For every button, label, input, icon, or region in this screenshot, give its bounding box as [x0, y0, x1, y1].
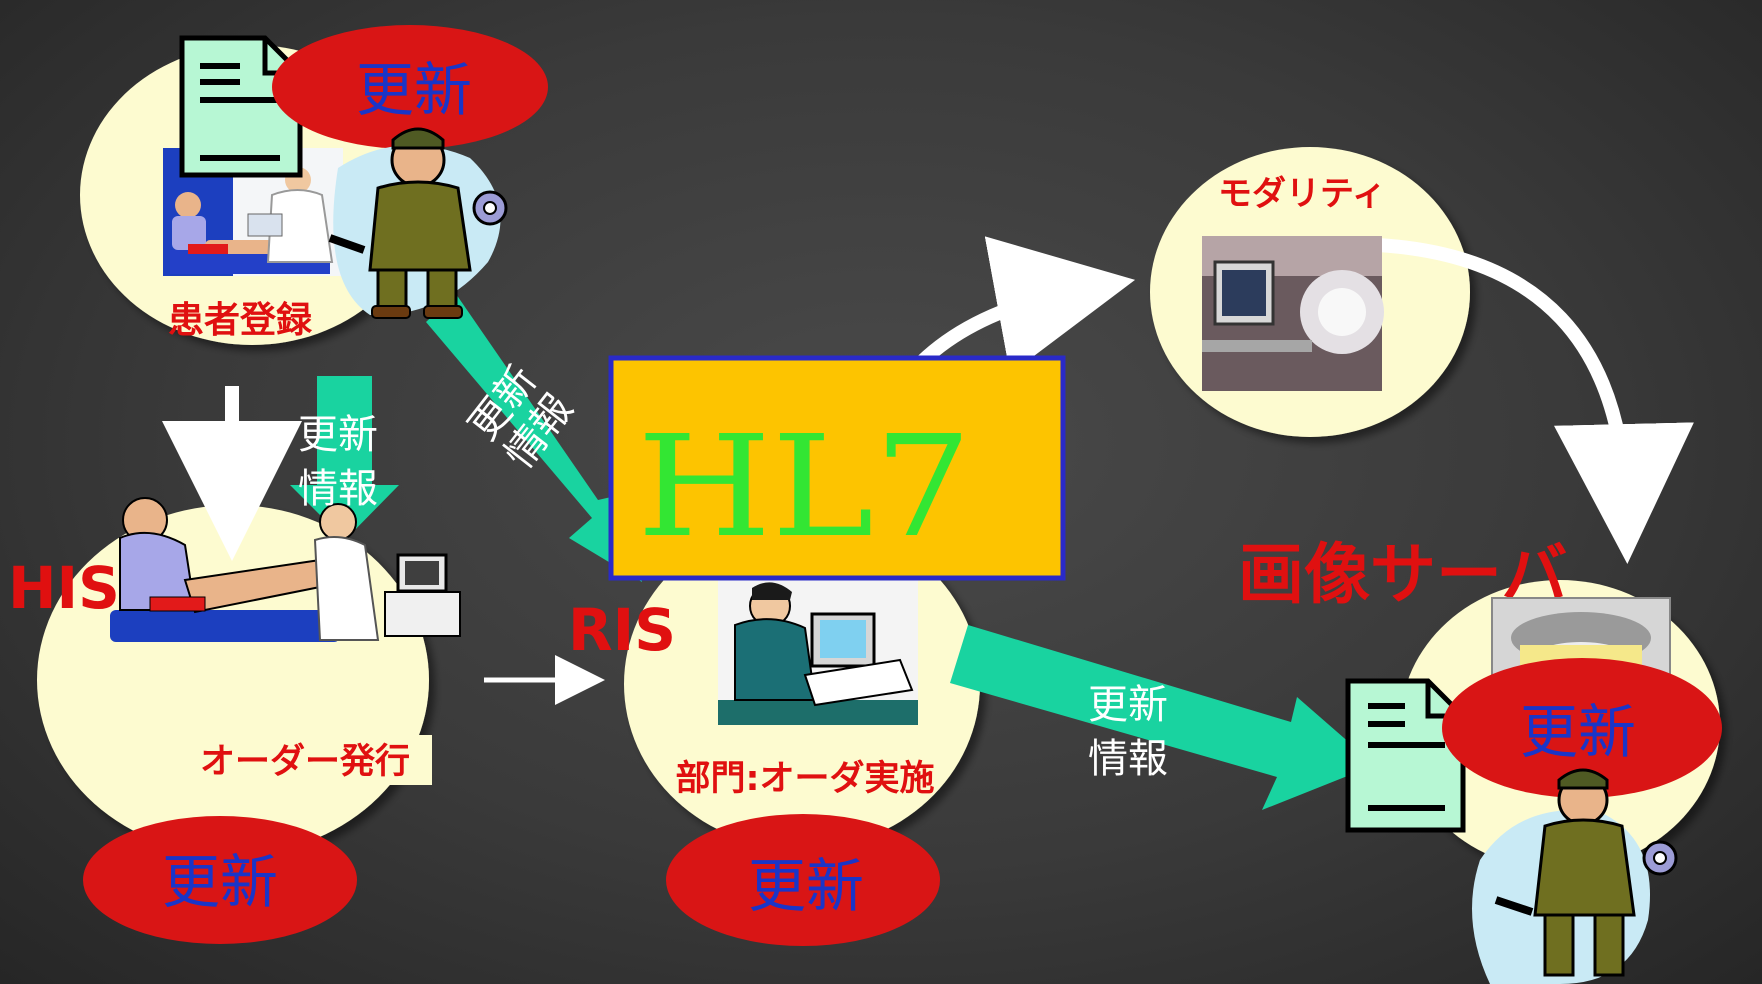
update-badge-oval	[666, 814, 940, 946]
document-icon	[1345, 678, 1466, 833]
update-badge-ris: 更新	[748, 852, 864, 920]
update-badge-image-server: 更新	[1520, 698, 1636, 766]
his-label: HIS	[8, 554, 120, 622]
update-info-right-arrow	[950, 625, 1375, 810]
hl7-box	[608, 355, 1066, 581]
modality-label: モダリティ	[1218, 174, 1386, 214]
order-issue-label: オーダー発行	[200, 742, 410, 782]
modality-to-image-server-arrow	[1377, 238, 1694, 564]
doctor-patient-clipart-icon	[110, 497, 461, 642]
order-issue-label-bg	[178, 735, 432, 785]
update-info-vertical-line1: 更新	[298, 412, 378, 458]
update-info-right-line2: 情報	[1088, 736, 1168, 782]
document-icon	[179, 35, 303, 178]
update-badge-top: 更新	[356, 56, 472, 124]
ris-label: RIS	[568, 596, 676, 664]
update-info-vertical-line2: 情報	[298, 466, 378, 512]
update-badge-oval	[272, 25, 548, 149]
mechanic-clipart-icon	[328, 127, 508, 319]
update-badge-his: 更新	[162, 848, 278, 916]
ct-scanner-icon	[1202, 236, 1384, 391]
update-info-diagonal-arrow	[426, 294, 642, 582]
mechanic-clipart-icon	[1472, 768, 1678, 984]
update-badge-oval	[83, 816, 357, 944]
update-info-vertical-arrow	[290, 376, 399, 540]
department-order-exec-label: 部門:オーダ実施	[676, 759, 935, 799]
hl7-label: HL7	[637, 406, 972, 569]
update-badge-oval	[1442, 658, 1722, 798]
patient-registration-label: 患者登録	[168, 300, 313, 341]
terminal-operator-clipart-icon	[718, 580, 918, 725]
update-info-right-line1: 更新	[1088, 682, 1168, 728]
